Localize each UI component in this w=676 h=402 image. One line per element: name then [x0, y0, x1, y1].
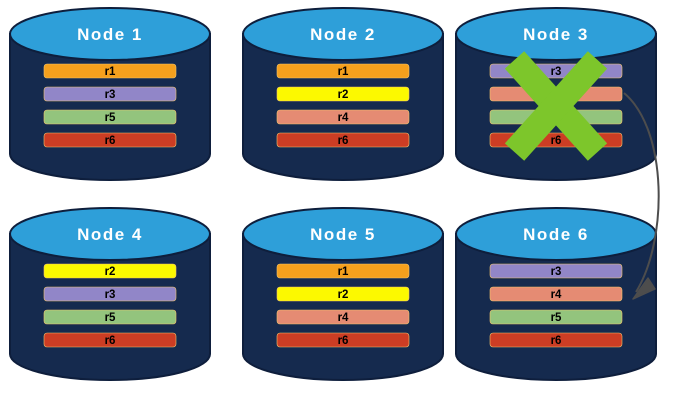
row-bar-r4 — [489, 286, 623, 302]
node-title-label: Node 6 — [523, 225, 589, 244]
row-bar-r6 — [43, 132, 177, 148]
row-label-r6: r6 — [551, 335, 562, 347]
cylinder-top — [242, 7, 444, 61]
row-label-r2: r2 — [105, 266, 116, 278]
replication-arrow — [623, 92, 660, 300]
row-label-r3: r3 — [105, 289, 116, 301]
data-row-r5[interactable]: r5 — [43, 109, 177, 125]
node-title-label: Node 1 — [77, 25, 143, 44]
data-row-r3[interactable]: r3 — [43, 286, 177, 302]
arrow-curve — [623, 92, 660, 293]
row-bar-r4 — [276, 109, 410, 125]
row-label-r3: r3 — [105, 89, 116, 101]
row-bar-r6 — [43, 332, 177, 348]
cylinder-top — [242, 207, 444, 261]
row-bar-r1 — [43, 63, 177, 79]
data-row-r6[interactable]: r6 — [489, 332, 623, 348]
row-label-r3: r3 — [551, 66, 562, 78]
data-row-r5[interactable]: r5 — [43, 309, 177, 325]
data-row-r2[interactable]: r2 — [43, 263, 177, 279]
arrow-head-icon — [632, 277, 656, 300]
row-bar-r5 — [43, 109, 177, 125]
row-bar-r2 — [276, 86, 410, 102]
database-cylinder-6[interactable]: Node 6 r3 r4 r5 r6 — [455, 207, 657, 381]
database-cylinder-5[interactable]: Node 5 r1 r2 r4 r6 — [242, 207, 444, 381]
node-title-label: Node 4 — [77, 225, 143, 244]
node-title-label: Node 3 — [523, 25, 589, 44]
failure-x-icon — [504, 51, 608, 161]
database-cylinder-4[interactable]: Node 4 r2 r3 r5 r6 — [9, 207, 211, 381]
data-row-r4[interactable]: r4 — [489, 286, 623, 302]
row-label-r6: r6 — [105, 135, 116, 147]
failure-x-stroke — [504, 51, 608, 161]
row-bar-r6 — [276, 332, 410, 348]
row-label-r5: r5 — [105, 312, 116, 324]
row-bar-r3 — [43, 86, 177, 102]
row-bar-r3 — [489, 263, 623, 279]
database-cylinder-2[interactable]: Node 2 r1 r2 r4 r6 — [242, 7, 444, 181]
row-label-r6: r6 — [105, 335, 116, 347]
data-row-r3[interactable]: r3 — [43, 86, 177, 102]
row-label-r4: r4 — [551, 289, 562, 301]
cylinder-top — [9, 207, 211, 261]
row-bar-r6 — [489, 332, 623, 348]
database-cylinder-1[interactable]: Node 1 r1 r3 r5 r6 — [9, 7, 211, 181]
data-row-r4[interactable]: r4 — [276, 109, 410, 125]
nodes-layer: Node 1 r1 r3 r5 r6 Node 2 r1 r2 r4 r6 Node 3 r3 r4 r5… — [9, 7, 657, 381]
row-label-r3: r3 — [551, 266, 562, 278]
row-label-r4: r4 — [338, 312, 349, 324]
row-label-r2: r2 — [338, 89, 349, 101]
node-title-label: Node 2 — [310, 25, 376, 44]
row-label-r6: r6 — [551, 135, 562, 147]
row-bar-r1 — [276, 263, 410, 279]
row-bar-r5 — [489, 309, 623, 325]
data-row-r6[interactable]: r6 — [276, 332, 410, 348]
row-label-r1: r1 — [338, 66, 349, 78]
data-row-r1[interactable]: r1 — [276, 263, 410, 279]
row-label-r6: r6 — [338, 335, 349, 347]
row-bar-r3 — [43, 286, 177, 302]
data-row-r4[interactable]: r4 — [276, 309, 410, 325]
row-label-r4: r4 — [338, 112, 349, 124]
data-row-r1[interactable]: r1 — [43, 63, 177, 79]
row-bar-r2 — [43, 263, 177, 279]
overlay-layer — [504, 51, 660, 300]
row-label-r5: r5 — [105, 112, 116, 124]
node-title-label: Node 5 — [310, 225, 376, 244]
row-bar-r6 — [276, 132, 410, 148]
row-bar-r2 — [276, 286, 410, 302]
row-bar-r1 — [276, 63, 410, 79]
row-label-r6: r6 — [338, 135, 349, 147]
data-row-r6[interactable]: r6 — [43, 132, 177, 148]
cylinder-top — [9, 7, 211, 61]
row-label-r5: r5 — [551, 312, 562, 324]
row-label-r1: r1 — [338, 266, 349, 278]
row-bar-r5 — [43, 309, 177, 325]
data-row-r1[interactable]: r1 — [276, 63, 410, 79]
row-label-r2: r2 — [338, 289, 349, 301]
data-row-r5[interactable]: r5 — [489, 309, 623, 325]
data-row-r2[interactable]: r2 — [276, 86, 410, 102]
data-row-r3[interactable]: r3 — [489, 263, 623, 279]
cylinder-top — [455, 7, 657, 61]
data-row-r6[interactable]: r6 — [43, 332, 177, 348]
data-row-r6[interactable]: r6 — [276, 132, 410, 148]
data-row-r2[interactable]: r2 — [276, 286, 410, 302]
row-bar-r4 — [276, 309, 410, 325]
row-label-r1: r1 — [105, 66, 116, 78]
